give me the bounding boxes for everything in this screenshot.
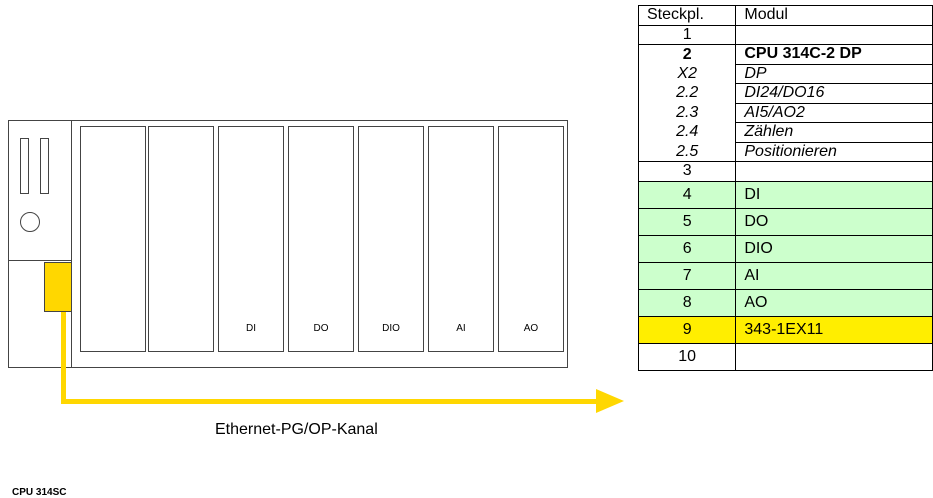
channel-label: Ethernet-PG/OP-Kanal: [215, 421, 378, 438]
arrow-head-icon: [596, 389, 624, 413]
slot-label: AO: [523, 323, 539, 334]
ao-module: AO: [498, 126, 564, 352]
module-cell: Zählen: [735, 122, 933, 143]
slot-label: DIO: [382, 323, 400, 334]
module-cell: DI: [735, 180, 933, 209]
module-cell: [735, 161, 933, 182]
table-row: 7 AI: [637, 261, 933, 290]
slot-cell: 9: [637, 315, 737, 344]
slot-table: Steckpl. Modul 1 2 CPU 314C-2 DP X2 DP 2…: [637, 5, 933, 371]
slot-cell: 2.5: [637, 142, 737, 162]
empty-slot: [80, 126, 146, 352]
table-row: 2.5 Positionieren: [637, 141, 933, 162]
dio-module: DIO: [358, 126, 424, 352]
table-row: 2.2 DI24/DO16: [637, 83, 933, 104]
empty-slot: [148, 126, 214, 352]
slot-cell: 3: [637, 161, 737, 182]
table-row: 3: [637, 161, 933, 182]
table-row: 5 DO: [637, 207, 933, 236]
connector-line: [61, 312, 66, 404]
module-cell: DO: [735, 207, 933, 236]
table-row: 4 DI: [637, 180, 933, 209]
slot-cell: 8: [637, 288, 737, 317]
module-cell: AI5/AO2: [735, 102, 933, 123]
slot-cell: X2: [637, 64, 737, 84]
slot-cell: 7: [637, 261, 737, 290]
slot-cell: 10: [637, 342, 737, 371]
module-cell: AO: [735, 288, 933, 317]
slot-label: DI: [246, 323, 256, 334]
table-row: 6 DIO: [637, 234, 933, 263]
slot-cell: 2: [637, 44, 737, 64]
ai-module: AI: [428, 126, 494, 352]
slot-label: AI: [456, 323, 466, 334]
table-row: X2 DP: [637, 63, 933, 84]
slot-label: DO: [313, 323, 329, 334]
slot-cell: 6: [637, 234, 737, 263]
card-slot-icon: [20, 138, 29, 194]
module-cell: DIO: [735, 234, 933, 263]
cpu-label: CPU 314SC: [12, 487, 67, 498]
module-cell: Positionieren: [735, 141, 933, 162]
module-cell: AI: [735, 261, 933, 290]
slot-cell: 2.4: [637, 122, 737, 142]
table-row: 2.3 AI5/AO2: [637, 102, 933, 123]
module-cell: DI24/DO16: [735, 83, 933, 104]
module-cell: [735, 342, 933, 371]
module-cell: 343-1EX11: [735, 315, 933, 344]
module-cell: [735, 24, 933, 45]
module-cell: DP: [735, 63, 933, 84]
do-module: DO: [288, 126, 354, 352]
table-row: 2.4 Zählen: [637, 122, 933, 143]
connector-line: [61, 399, 599, 404]
table-header: Steckpl. Modul: [637, 5, 933, 26]
table-row: 10: [637, 342, 933, 371]
table-row: 8 AO: [637, 288, 933, 317]
slot-cell: 2.2: [637, 83, 737, 103]
table-row: 1: [637, 24, 933, 45]
ethernet-port: [44, 262, 72, 312]
status-led-icon: [20, 212, 40, 232]
table-row: 9 343-1EX11: [637, 315, 933, 344]
header-module: Modul: [735, 5, 933, 26]
slot-cell: 1: [637, 24, 737, 45]
di-module: DI: [218, 126, 284, 352]
module-cell: CPU 314C-2 DP: [735, 44, 933, 65]
slot-cell: 2.3: [637, 103, 737, 123]
slot-cell: 5: [637, 207, 737, 236]
slot-cell: 4: [637, 180, 737, 209]
header-slot: Steckpl.: [637, 5, 737, 26]
card-slot-icon: [40, 138, 49, 194]
table-row: 2 CPU 314C-2 DP: [637, 44, 933, 65]
